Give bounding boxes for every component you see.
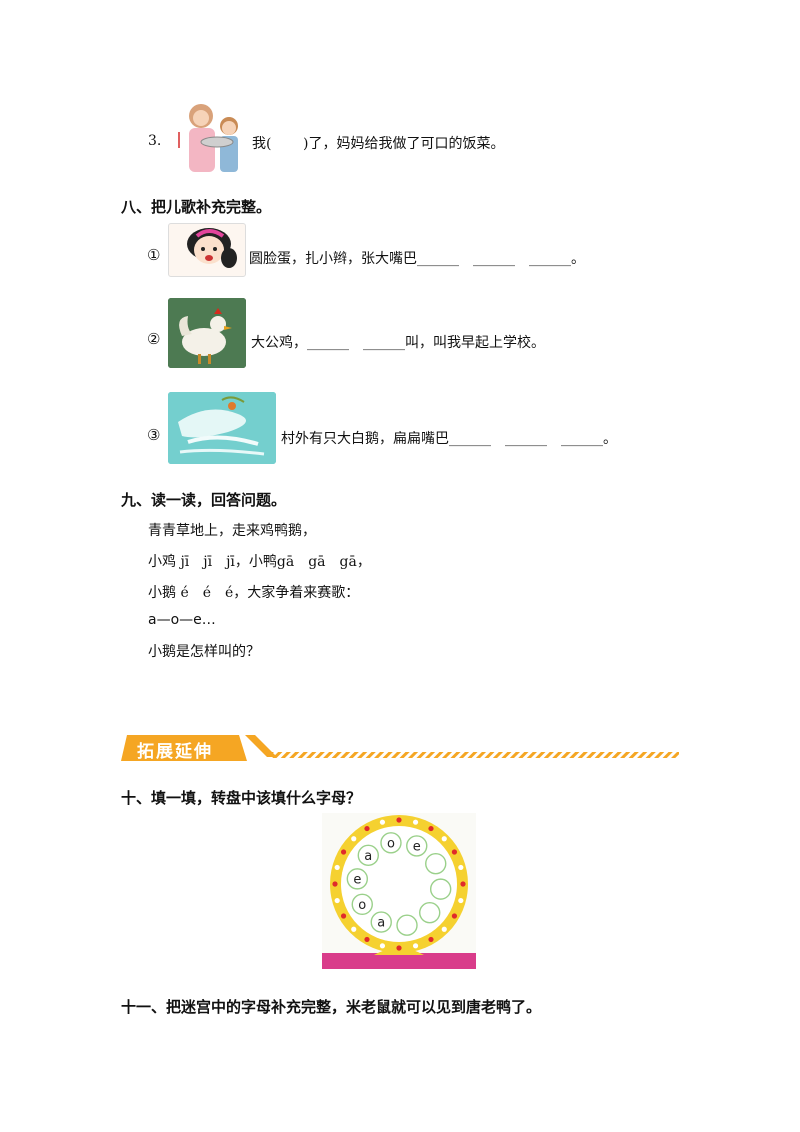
wheel-bulb	[364, 825, 370, 832]
girl-with-braids-image	[168, 223, 246, 277]
wheel-bulb	[351, 836, 357, 842]
poem-line-2: 小鸡 jī jī jī，小鸭gā gā gā，	[148, 554, 371, 570]
wheel-empty-slot	[425, 852, 447, 875]
wheel-bulb	[458, 897, 464, 904]
rhyme-2-text: 大公鸡，______ ______叫，叫我早起上学校。	[251, 335, 545, 351]
wheel-empty-slot	[419, 901, 441, 924]
wheel-letter-slot: a	[370, 911, 392, 933]
wheel-bulb	[451, 849, 458, 855]
poem-line-3: 小鹅 é é é，大家争着来赛歌：	[148, 585, 360, 601]
question-3-text-before: 我(	[252, 136, 272, 152]
section-8-heading: 八、把儿歌补充完整。	[121, 198, 272, 216]
wheel-bulb	[441, 836, 447, 842]
wheel-letter: e	[353, 872, 361, 887]
wheel-bulb	[428, 936, 434, 943]
rhyme-3-marker: ③	[147, 426, 161, 444]
wheel-bulb	[412, 943, 419, 949]
wheel-bulb	[332, 881, 338, 887]
wheel-letter: o	[387, 836, 395, 851]
wheel-letter-slot: e	[406, 835, 428, 857]
wheel-bulb	[458, 864, 464, 871]
wheel-bulb	[441, 926, 447, 932]
wheel-letter: o	[358, 898, 366, 913]
wheel-letter-slot: a	[357, 844, 379, 867]
rhyme-1-marker: ①	[147, 246, 161, 264]
wheel-bulb	[428, 825, 434, 832]
extension-banner-label: 拓展延伸	[137, 742, 213, 762]
wheel-bulb	[379, 819, 386, 825]
section-10-heading: 十、填一填，转盘中该填什么字母？	[121, 789, 362, 807]
section-11-heading: 十一、把迷宫中的字母补充完整，米老鼠就可以见到唐老鸭了。	[121, 998, 542, 1016]
wheel-bulb	[412, 819, 419, 825]
poem-line-4: a—o—e…	[148, 612, 216, 628]
wheel-bulb	[334, 897, 340, 904]
wheel-bulb	[396, 817, 402, 823]
wheel-bulb	[451, 913, 458, 919]
wheel-bulb	[460, 881, 466, 887]
wheel-bulb	[340, 849, 347, 855]
wheel-bulb	[351, 926, 357, 932]
wheel-bulb	[396, 945, 402, 951]
wheel-letter-slot: o	[351, 893, 373, 916]
rhyme-3-text: 村外有只大白鹅，扁扁嘴巴______ ______ ______。	[281, 431, 617, 447]
wheel-bulb	[334, 864, 340, 871]
question-3-text-after: )了，妈妈给我做了可口的饭菜。	[303, 136, 505, 152]
wheel-empty-slot	[396, 914, 418, 936]
section-9-heading: 九、读一读，回答问题。	[121, 491, 287, 509]
wheel-bulb	[364, 936, 370, 943]
mother-child-cooking-image	[175, 98, 251, 176]
extension-banner: 拓展延伸	[121, 731, 681, 765]
poem-line-1: 青青草地上，走来鸡鸭鹅，	[148, 523, 316, 539]
rhyme-2-marker: ②	[147, 330, 161, 348]
wheel-letter-slot: e	[346, 868, 369, 890]
wheel-bulb	[340, 913, 347, 919]
question-how-goose-calls: 小鹅是怎样叫的？	[148, 644, 260, 660]
wheel-letter: e	[413, 839, 421, 854]
rooster-image	[168, 298, 246, 368]
rhyme-1-text: 圆脸蛋，扎小辫，张大嘴巴______ ______ ______。	[249, 251, 585, 267]
wheel-bulb	[379, 943, 386, 949]
wheel-empty-slot	[429, 878, 452, 900]
wheel-letter: a	[364, 849, 372, 864]
white-goose-image	[168, 392, 276, 464]
wheel-letter-slot: o	[380, 832, 402, 854]
question-3-number: 3.	[148, 133, 162, 149]
wheel-letter: a	[377, 916, 385, 931]
